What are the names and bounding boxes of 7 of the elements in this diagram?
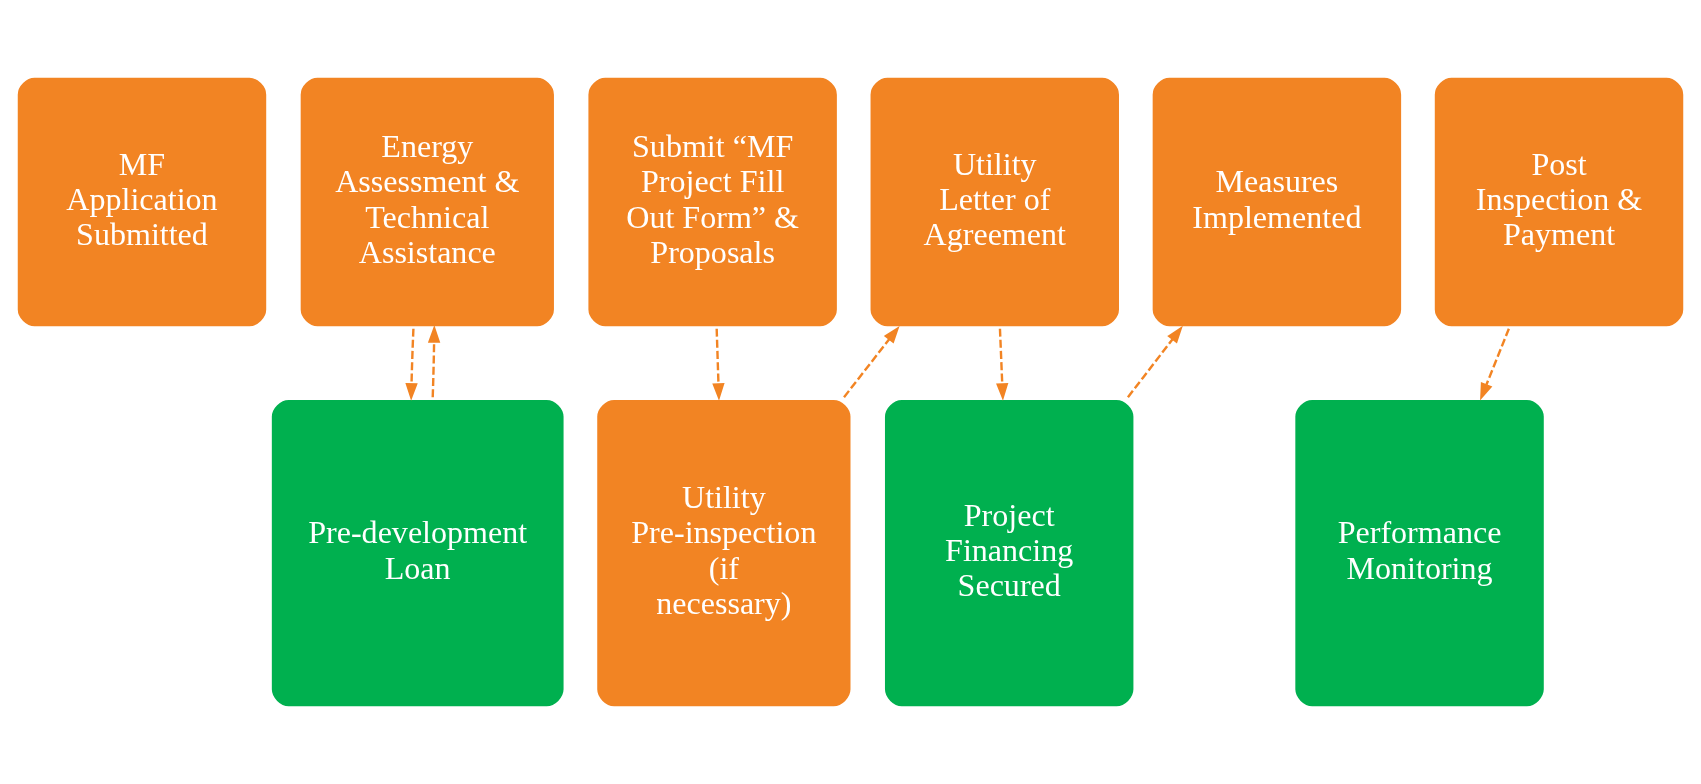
arrow [996,328,1009,401]
arrow [712,328,725,401]
arrow [843,325,900,398]
arrow [1480,328,1510,401]
arrow [1127,325,1183,398]
arrow [427,325,441,398]
arrow [405,328,418,401]
